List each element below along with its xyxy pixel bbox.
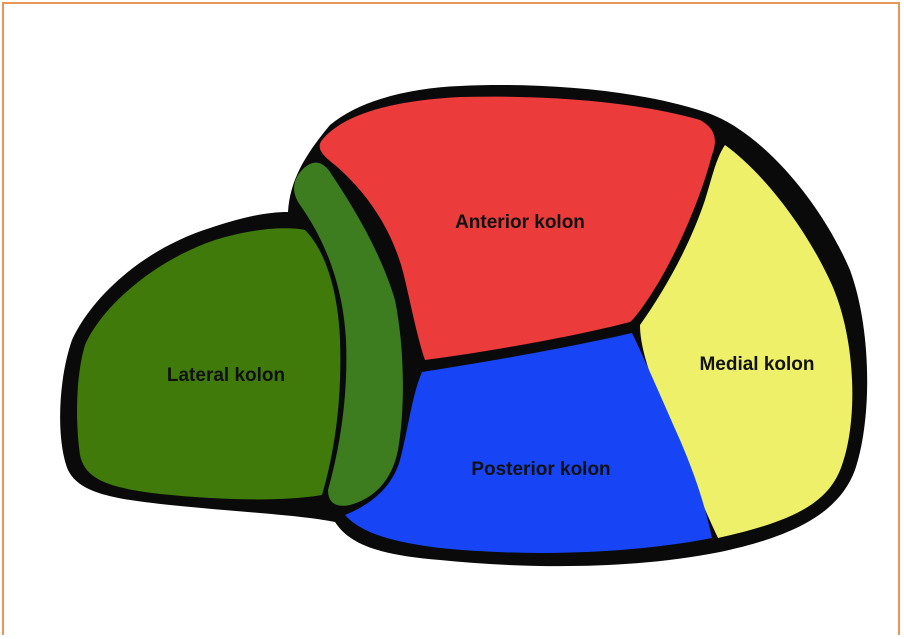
lateral-kolon-label: Lateral kolon [167, 365, 285, 386]
medial-kolon-label: Medial kolon [699, 354, 814, 375]
posterior-kolon-label: Posterior kolon [471, 459, 610, 480]
lateral-kolon-region [77, 228, 340, 499]
anterior-kolon-label: Anterior kolon [455, 212, 585, 233]
